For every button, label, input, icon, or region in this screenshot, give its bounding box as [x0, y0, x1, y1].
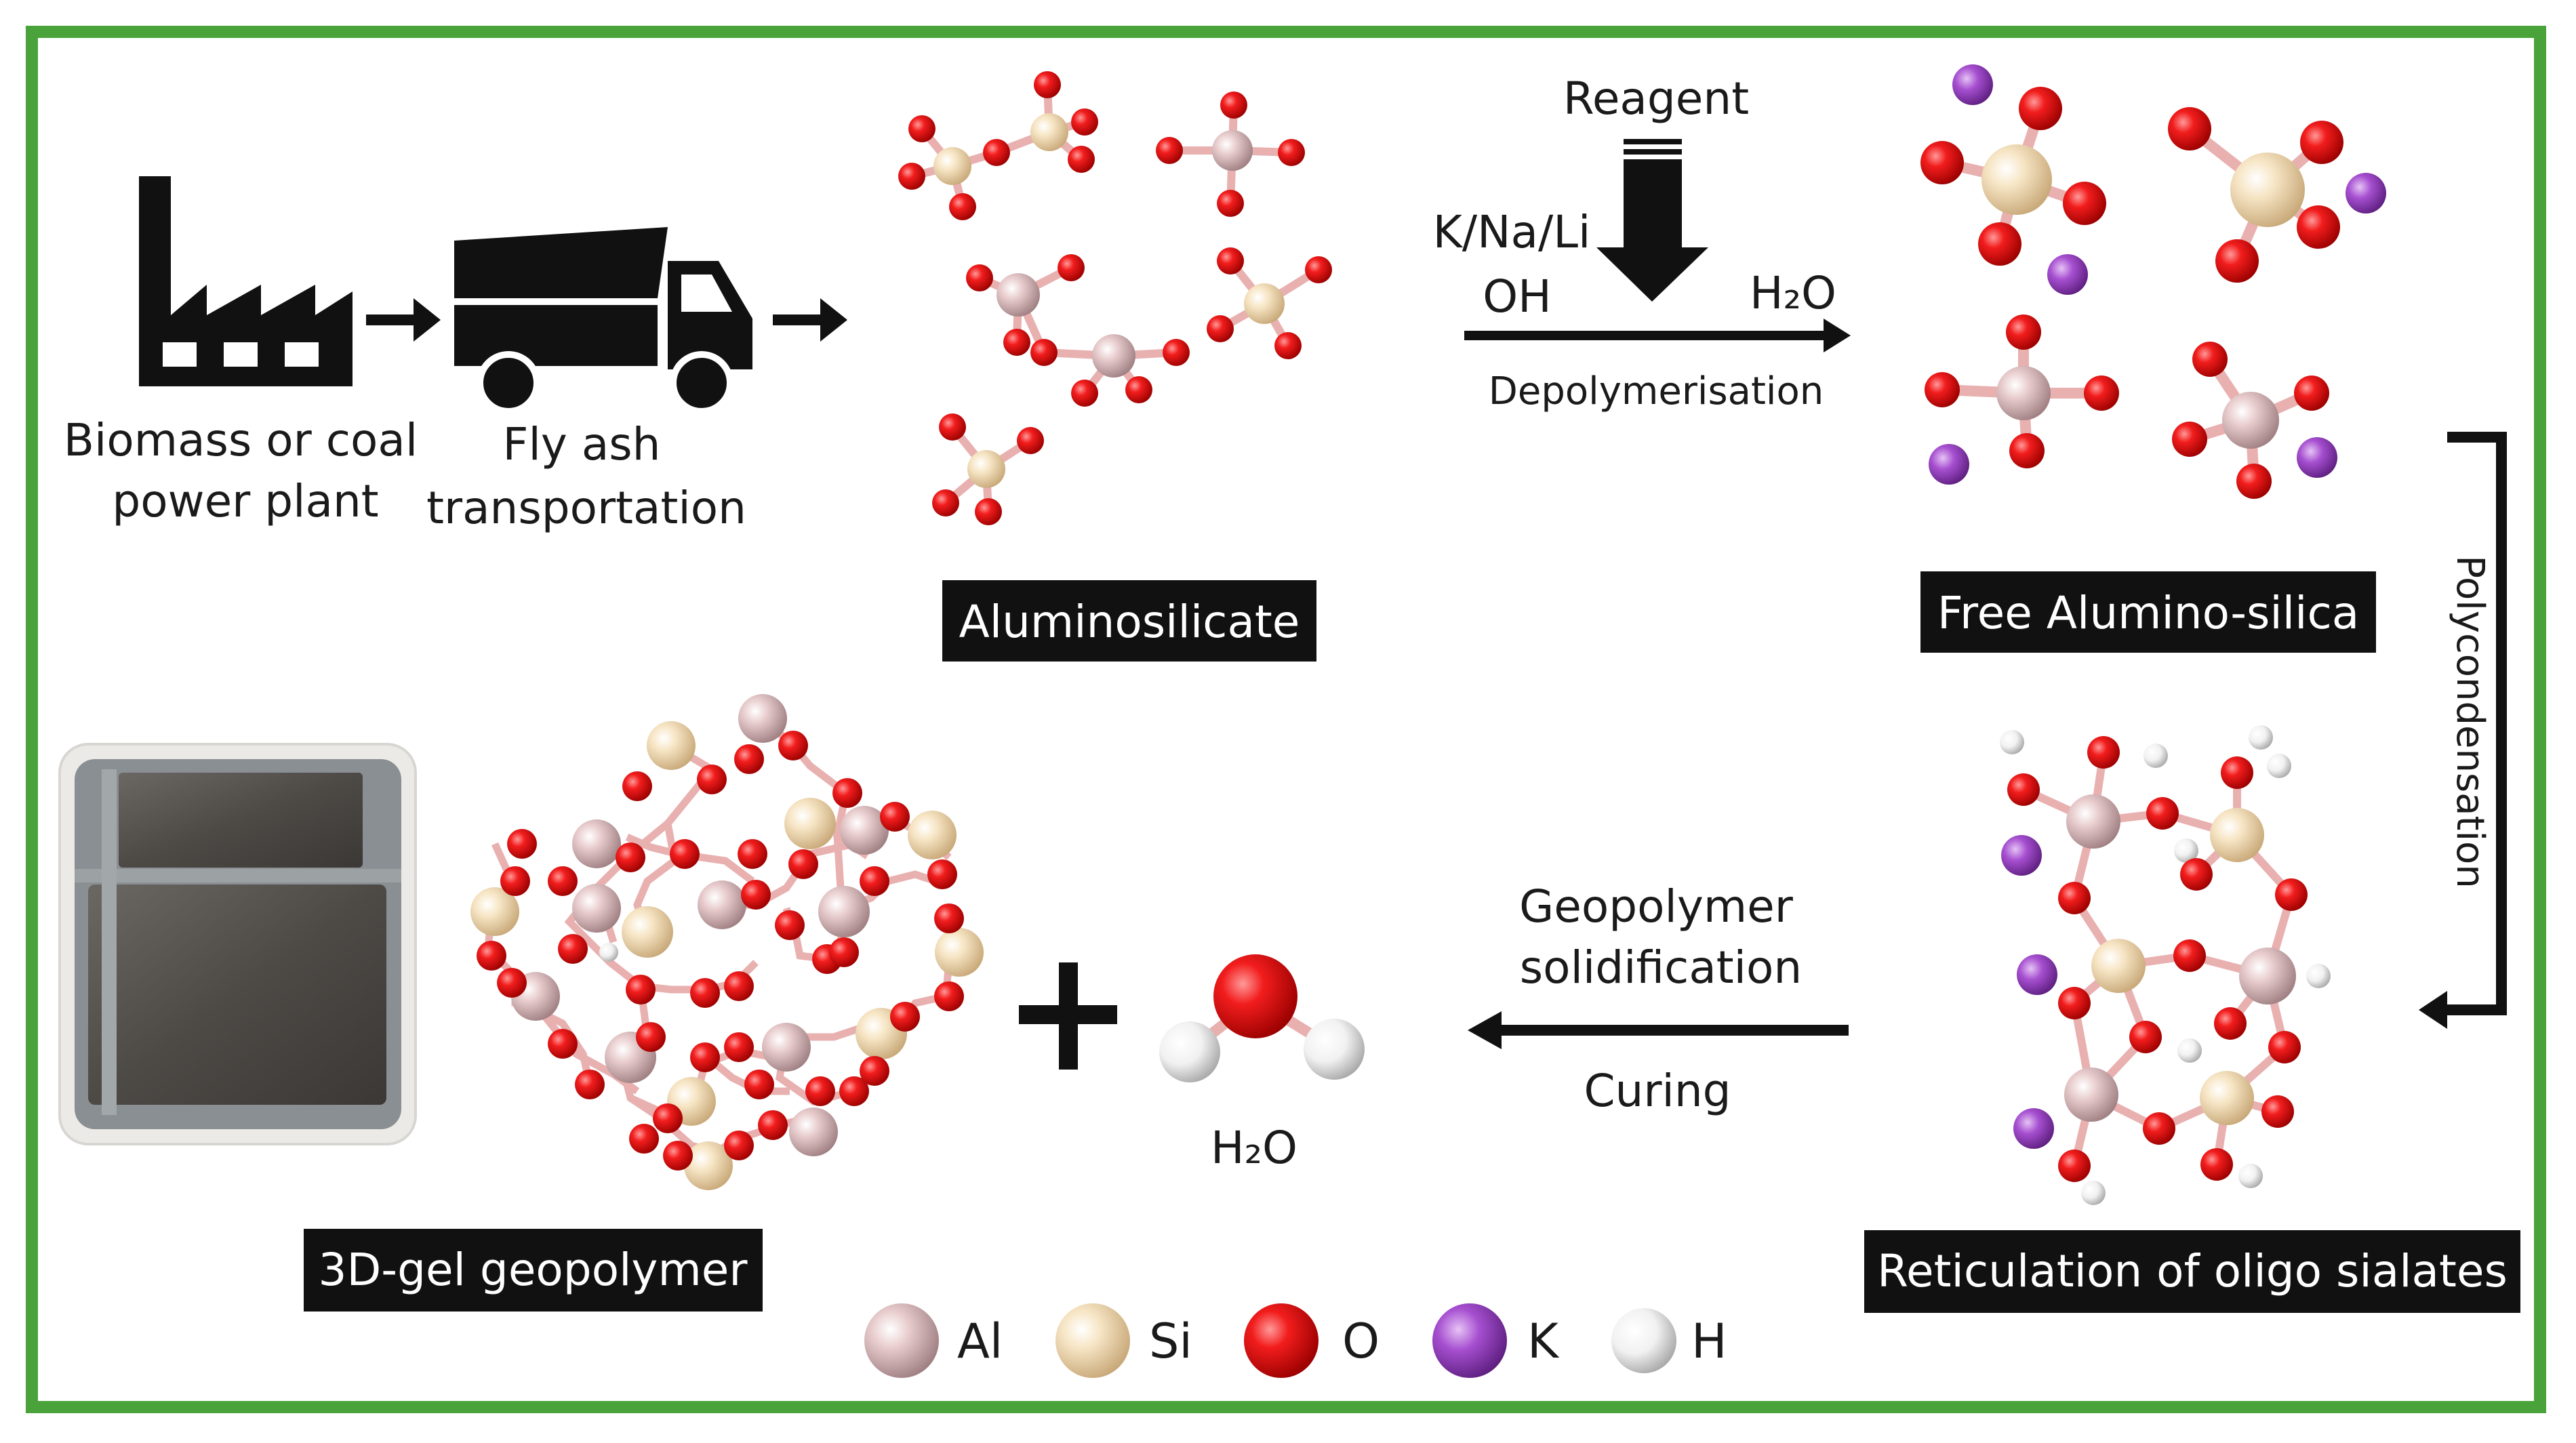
solidification-label-line2: solidification [1520, 941, 1802, 994]
solidification-reaction: Geopolymer solidification Curing [1468, 880, 1849, 1117]
legend-item-al: Al [864, 1303, 1003, 1378]
power-plant-label-line2: power plant [112, 475, 378, 527]
factory-icon [139, 176, 353, 386]
fly-ash-label-line2: transportation [426, 482, 746, 534]
atom-legend: Al Si O K H [864, 1303, 1727, 1378]
reagent-down-arrow-icon [1596, 139, 1708, 302]
arrow-right-icon [773, 298, 847, 342]
curing-label: Curing [1584, 1065, 1731, 1117]
solidification-label-line1: Geopolymer [1519, 880, 1794, 933]
diagram-frame [26, 26, 2546, 1413]
depolymerisation-label: Depolymerisation [1489, 369, 1824, 413]
legend-label-o: O [1342, 1314, 1380, 1369]
legend-label-k: K [1527, 1314, 1560, 1369]
fly-ash-label-line1: Fly ash [503, 418, 661, 470]
polycondensation-arrow: Polycondensation [2419, 432, 2507, 1029]
water-product-label: H₂O [1211, 1122, 1297, 1174]
legend-label-si: Si [1149, 1314, 1192, 1369]
reticulation-label: Reticulation of oligo sialates [1877, 1245, 2508, 1297]
reticulation-box: Reticulation of oligo sialates [1864, 1230, 2520, 1313]
reagent-label: Reagent [1563, 73, 1749, 125]
arrow-right-icon [366, 298, 441, 342]
depolymerisation-reaction: Reagent K/Na/Li OH H₂O Depolymerisation [1433, 73, 1851, 413]
gel-geopolymer-label: 3D-gel geopolymer [318, 1244, 748, 1296]
aluminosilicate-molecules [898, 71, 1332, 525]
legend-label-al: Al [957, 1314, 1003, 1369]
oligo-sialates-network [2000, 725, 2331, 1205]
sample-photo [58, 743, 417, 1145]
legend-item-si: Si [1055, 1303, 1192, 1378]
water-molecule: H₂O [1159, 954, 1365, 1174]
gel-geopolymer-box: 3D-gel geopolymer [304, 1229, 763, 1312]
water-out-label: H₂O [1750, 267, 1836, 319]
free-alumino-silica-label: Free Alumino-silica [1937, 587, 2359, 639]
polycondensation-label: Polycondensation [2448, 555, 2492, 889]
legend-label-h: H [1691, 1314, 1727, 1369]
dump-truck-icon [454, 227, 752, 415]
power-plant-label-line1: Biomass or coal [64, 414, 418, 466]
legend-item-k: K [1432, 1303, 1560, 1378]
3d-gel-network [470, 694, 984, 1190]
free-alumino-silica-molecules [1920, 64, 2386, 499]
legend-item-h: H [1611, 1308, 1727, 1373]
hydroxide-label: OH [1483, 270, 1552, 323]
free-alumino-silica-box: Free Alumino-silica [1920, 571, 2376, 653]
plus-icon [1019, 962, 1117, 1070]
legend-item-o: O [1244, 1303, 1380, 1378]
aluminosilicate-label: Aluminosilicate [959, 596, 1300, 648]
alkali-label: K/Na/Li [1433, 206, 1591, 258]
aluminosilicate-box: Aluminosilicate [942, 580, 1316, 662]
